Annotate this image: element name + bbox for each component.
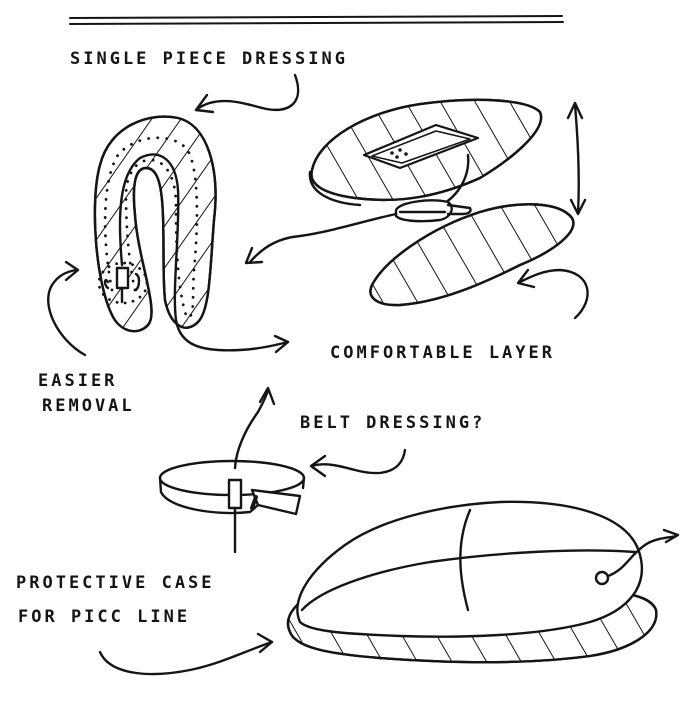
label-belt-dressing: BELT DRESSING? (300, 410, 485, 436)
protective-case-arrow (100, 642, 272, 674)
label-removal: REMOVAL (42, 393, 135, 419)
upper-pad (310, 100, 541, 205)
single-piece-dressing (95, 117, 288, 351)
label-single-piece-dressing: SINGLE PIECE DRESSING (70, 46, 348, 72)
single-piece-arrow (196, 75, 298, 110)
easier-removal-arrow (48, 270, 85, 355)
label-protective-case: PROTECTIVE CASE (16, 570, 215, 596)
label-easier: EASIER (38, 368, 117, 394)
belt-dressing (160, 390, 304, 552)
label-for-picc-line: FOR PICC LINE (18, 604, 190, 630)
tube-left-arrowhead (246, 248, 262, 263)
layer-spacing-arrow (568, 103, 585, 214)
comfortable-layer-arrow (520, 270, 588, 318)
belt-dressing-arrow (312, 450, 405, 473)
header-rule (70, 16, 563, 24)
label-comfortable-layer: COMFORTABLE LAYER (330, 340, 555, 366)
protective-case (288, 502, 678, 662)
protective-case-arrowhead (258, 634, 272, 652)
